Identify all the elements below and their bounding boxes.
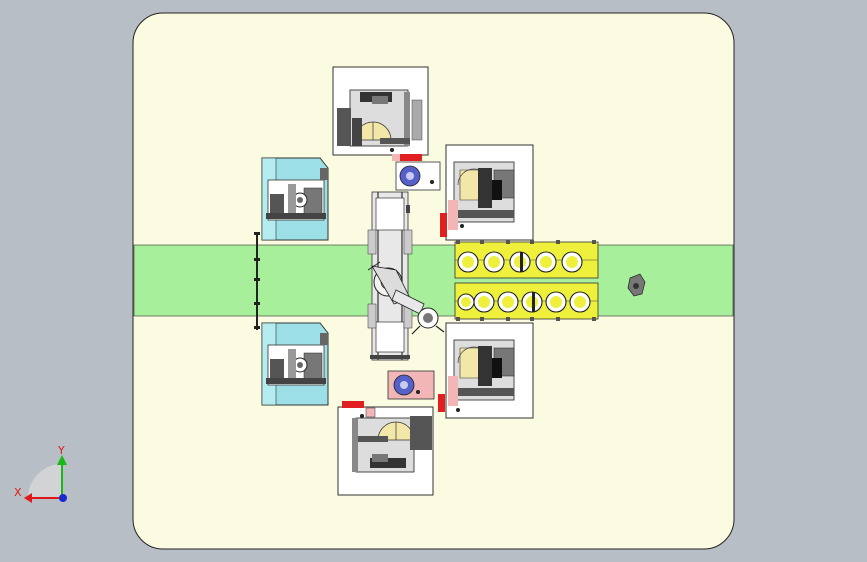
robot-arm[interactable] <box>367 261 445 335</box>
pad-pink-top <box>392 154 400 161</box>
marker-red-upper-right <box>440 213 447 237</box>
stray-component <box>627 273 646 297</box>
safety-fence <box>254 232 260 330</box>
fixture-station-top[interactable] <box>395 161 441 191</box>
x-axis-label: X <box>14 486 22 499</box>
marker-red-top <box>400 154 422 161</box>
coordinate-triad: Y X <box>14 444 67 503</box>
part-buffer-rack[interactable] <box>454 240 599 321</box>
marker-red-lower-right <box>438 394 445 412</box>
y-axis-label: Y <box>57 444 65 457</box>
lathe-cell-upper-right[interactable] <box>445 144 534 241</box>
lathe-cell-top[interactable] <box>332 66 429 156</box>
marker-red-bottom <box>342 401 364 408</box>
machining-center-top[interactable] <box>261 157 329 241</box>
lathe-cell-bottom[interactable] <box>337 406 434 496</box>
lathe-cell-lower-right[interactable] <box>445 322 534 419</box>
pad-pink-bottom <box>365 407 376 418</box>
z-axis-dot <box>59 494 67 502</box>
fixture-station-bottom[interactable] <box>387 370 435 400</box>
y-axis-arrow <box>57 455 67 465</box>
machining-center-bottom[interactable] <box>261 322 329 406</box>
x-axis-arrow <box>24 493 32 503</box>
